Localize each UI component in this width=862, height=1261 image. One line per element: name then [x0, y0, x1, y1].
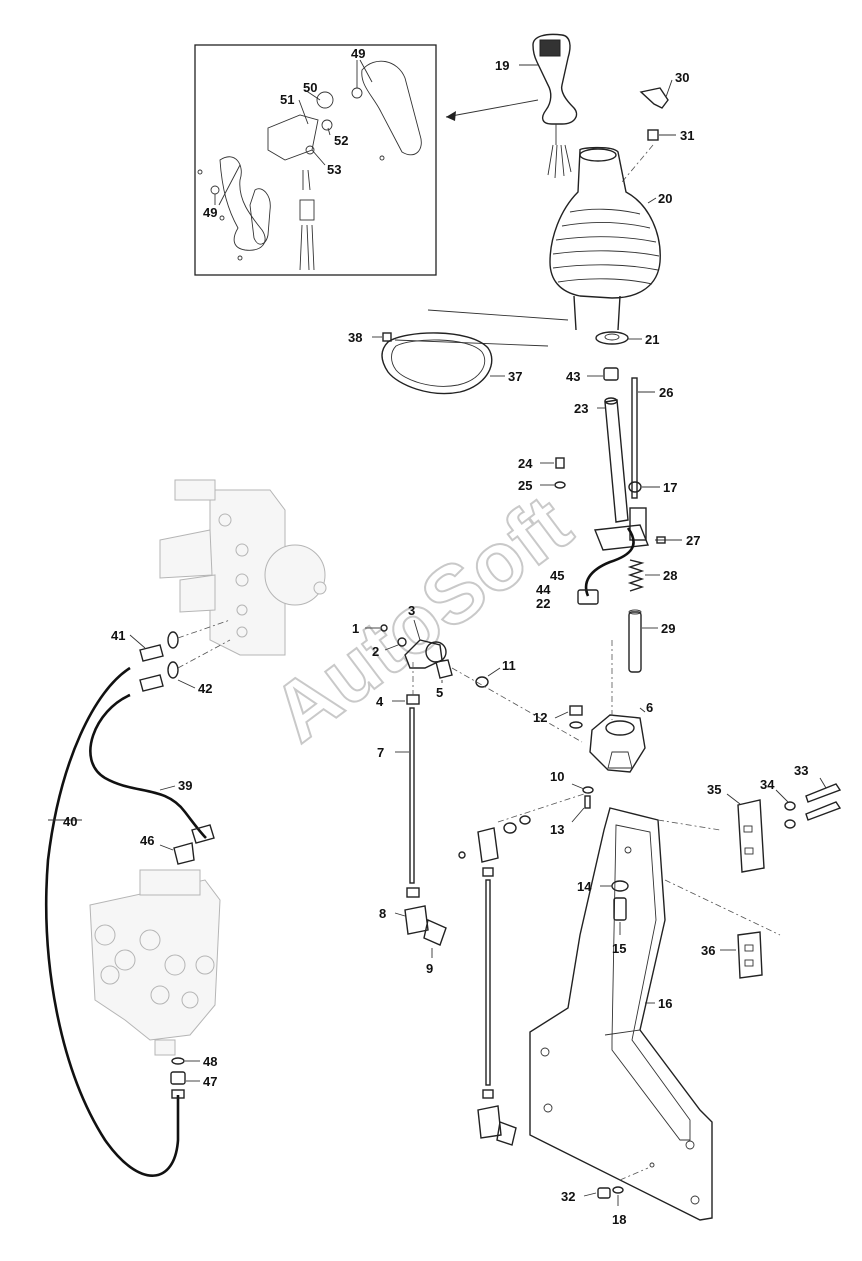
control-valve	[89, 869, 221, 1056]
callout-3: 3	[408, 603, 415, 618]
callout-17: 17	[663, 480, 677, 495]
rubber-boot	[549, 146, 661, 331]
callout-1: 1	[352, 621, 359, 636]
joystick-handle	[519, 33, 578, 179]
callout-51: 51	[280, 92, 294, 107]
callout-27: 27	[686, 533, 700, 548]
callout-8: 8	[379, 906, 386, 921]
callout-20: 20	[658, 191, 672, 206]
mounting-bracket	[529, 807, 713, 1221]
callout-49-bottom: 49	[203, 205, 217, 220]
callout-23: 23	[574, 401, 588, 416]
callout-28: 28	[663, 568, 677, 583]
callout-42: 42	[198, 681, 212, 696]
callout-45: 45	[550, 568, 564, 583]
callout-43: 43	[566, 369, 580, 384]
callout-48: 48	[203, 1054, 217, 1069]
callout-2: 2	[372, 644, 379, 659]
callout-39: 39	[178, 778, 192, 793]
detail-inset: 49 50 51 52 53 49	[194, 44, 437, 276]
callout-29: 29	[661, 621, 675, 636]
callout-32: 32	[561, 1189, 575, 1204]
callout-38: 38	[348, 330, 362, 345]
callout-18: 18	[612, 1212, 626, 1227]
callout-19: 19	[495, 58, 509, 73]
callout-36: 36	[701, 943, 715, 958]
callout-5: 5	[436, 685, 443, 700]
callout-15: 15	[612, 941, 626, 956]
callout-12: 12	[533, 710, 547, 725]
hydraulic-valve-block	[159, 479, 327, 656]
callout-50: 50	[303, 80, 317, 95]
callout-13: 13	[550, 822, 564, 837]
callout-31: 31	[680, 128, 694, 143]
callout-9: 9	[426, 961, 433, 976]
callout-33: 33	[794, 763, 808, 778]
callout-24: 24	[518, 456, 533, 471]
callout-4: 4	[376, 694, 384, 709]
callout-7: 7	[377, 745, 384, 760]
callout-14: 14	[577, 879, 592, 894]
callout-49-top: 49	[351, 46, 365, 61]
callout-10: 10	[550, 769, 564, 784]
callout-25: 25	[518, 478, 532, 493]
callout-6: 6	[646, 700, 653, 715]
callout-46: 46	[140, 833, 154, 848]
callout-52: 52	[334, 133, 348, 148]
callout-26: 26	[659, 385, 673, 400]
callout-16: 16	[658, 996, 672, 1011]
callout-22: 22	[536, 596, 550, 611]
callout-21: 21	[645, 332, 659, 347]
callout-34: 34	[760, 777, 775, 792]
callout-30: 30	[675, 70, 689, 85]
callout-47: 47	[203, 1074, 217, 1089]
callout-11: 11	[502, 658, 516, 673]
callout-41: 41	[111, 628, 125, 643]
callout-53: 53	[327, 162, 341, 177]
callout-44: 44	[536, 582, 551, 597]
callout-37: 37	[508, 369, 522, 384]
callout-35: 35	[707, 782, 721, 797]
callout-40: 40	[63, 814, 77, 829]
